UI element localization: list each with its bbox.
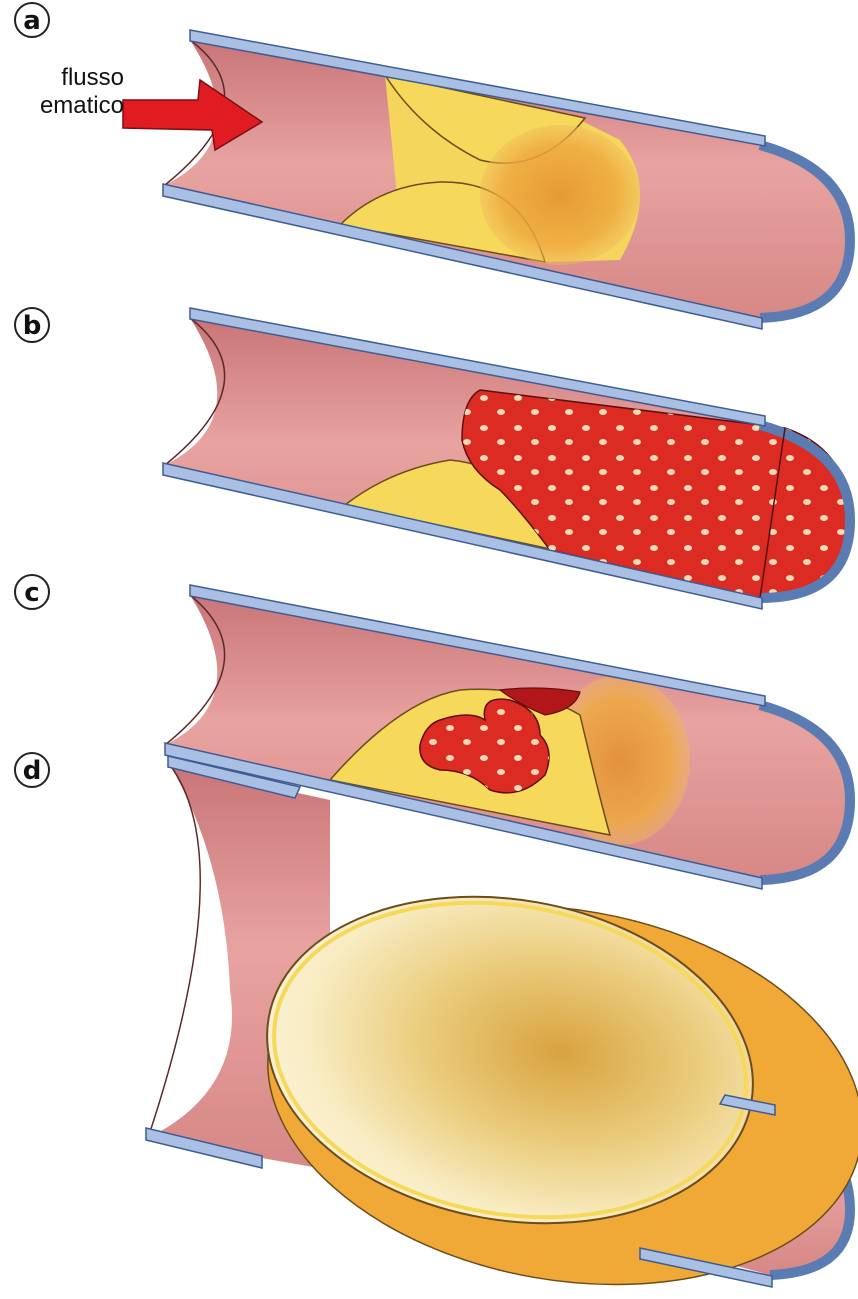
panel-label-c: c [15, 575, 49, 609]
svg-text:a: a [23, 6, 41, 36]
blood-flow-label-line2: ematico [14, 92, 124, 120]
panel-a [163, 30, 850, 329]
vessel-opening [148, 765, 200, 1138]
blood-flow-label-line1: flusso [14, 64, 124, 92]
blood-flow-label: flusso ematico [14, 64, 124, 120]
panel-label-b: b [15, 308, 49, 342]
plaque-shadow [480, 125, 640, 265]
panel-label-d: d [15, 753, 49, 787]
panel-label-a: a [15, 3, 49, 37]
svg-text:d: d [23, 756, 42, 786]
svg-text:c: c [24, 578, 39, 608]
svg-text:b: b [23, 311, 42, 341]
panel-b [163, 308, 850, 609]
thrombus-dots [462, 390, 850, 598]
